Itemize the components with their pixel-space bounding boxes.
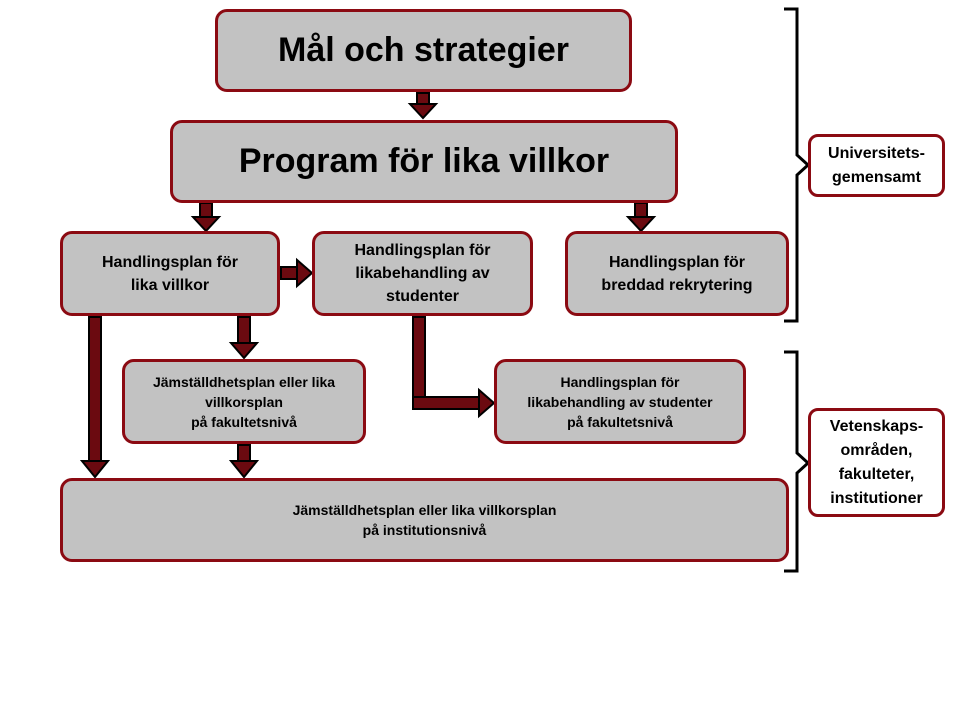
node-students-faculty-label: Handlingsplan för likabehandling av stud… — [527, 373, 713, 430]
node-program: Program för lika villkor — [170, 120, 678, 203]
node-plan-equal-treatment-students: Handlingsplan för likabehandling av stud… — [312, 231, 533, 316]
node-equality-department-label: Jämställdhetsplan eller lika villkorspla… — [292, 502, 557, 538]
node-plan-equal-label: Handlingsplan för lika villkor — [102, 253, 238, 294]
level-faculties-label: Vetenskaps- områden, fakulteter, institu… — [829, 417, 924, 507]
arrow-plan-equal-to-plan-students — [280, 257, 314, 289]
node-equality-plan-faculty: Jämställdhetsplan eller lika villkorspla… — [122, 359, 366, 444]
node-equality-plan-department: Jämställdhetsplan eller lika villkorspla… — [60, 478, 789, 562]
level-university-label: Universitets- gemensamt — [828, 144, 925, 186]
node-goals-and-strategies: Mål och strategier — [215, 9, 632, 92]
node-plan-students-label: Handlingsplan för likabehandling av stud… — [354, 242, 491, 305]
level-faculties: Vetenskaps- områden, fakulteter, institu… — [808, 408, 945, 517]
node-goals-label: Mål och strategier — [278, 31, 569, 69]
arrow-program-to-plan-equal — [190, 202, 222, 233]
node-plan-broadened-recruitment: Handlingsplan för breddad rekrytering — [565, 231, 789, 316]
node-plan-equal-conditions: Handlingsplan för lika villkor — [60, 231, 280, 316]
node-program-label: Program för lika villkor — [238, 142, 610, 180]
level-university-common: Universitets- gemensamt — [808, 134, 945, 197]
arrow-plan-students-to-students-faculty — [412, 316, 496, 419]
node-students-plan-faculty: Handlingsplan för likabehandling av stud… — [494, 359, 746, 444]
arrow-plan-equal-to-equality-faculty — [228, 316, 260, 360]
arrow-goals-to-program — [407, 92, 439, 120]
node-equality-faculty-label: Jämställdhetsplan eller lika villkorspla… — [152, 373, 336, 430]
arrow-plan-equal-to-equality-department — [79, 316, 111, 479]
arrow-equality-faculty-to-equality-department — [228, 444, 260, 479]
node-plan-recruit-label: Handlingsplan för breddad rekrytering — [601, 253, 753, 294]
arrow-program-to-plan-recruit — [625, 202, 657, 233]
